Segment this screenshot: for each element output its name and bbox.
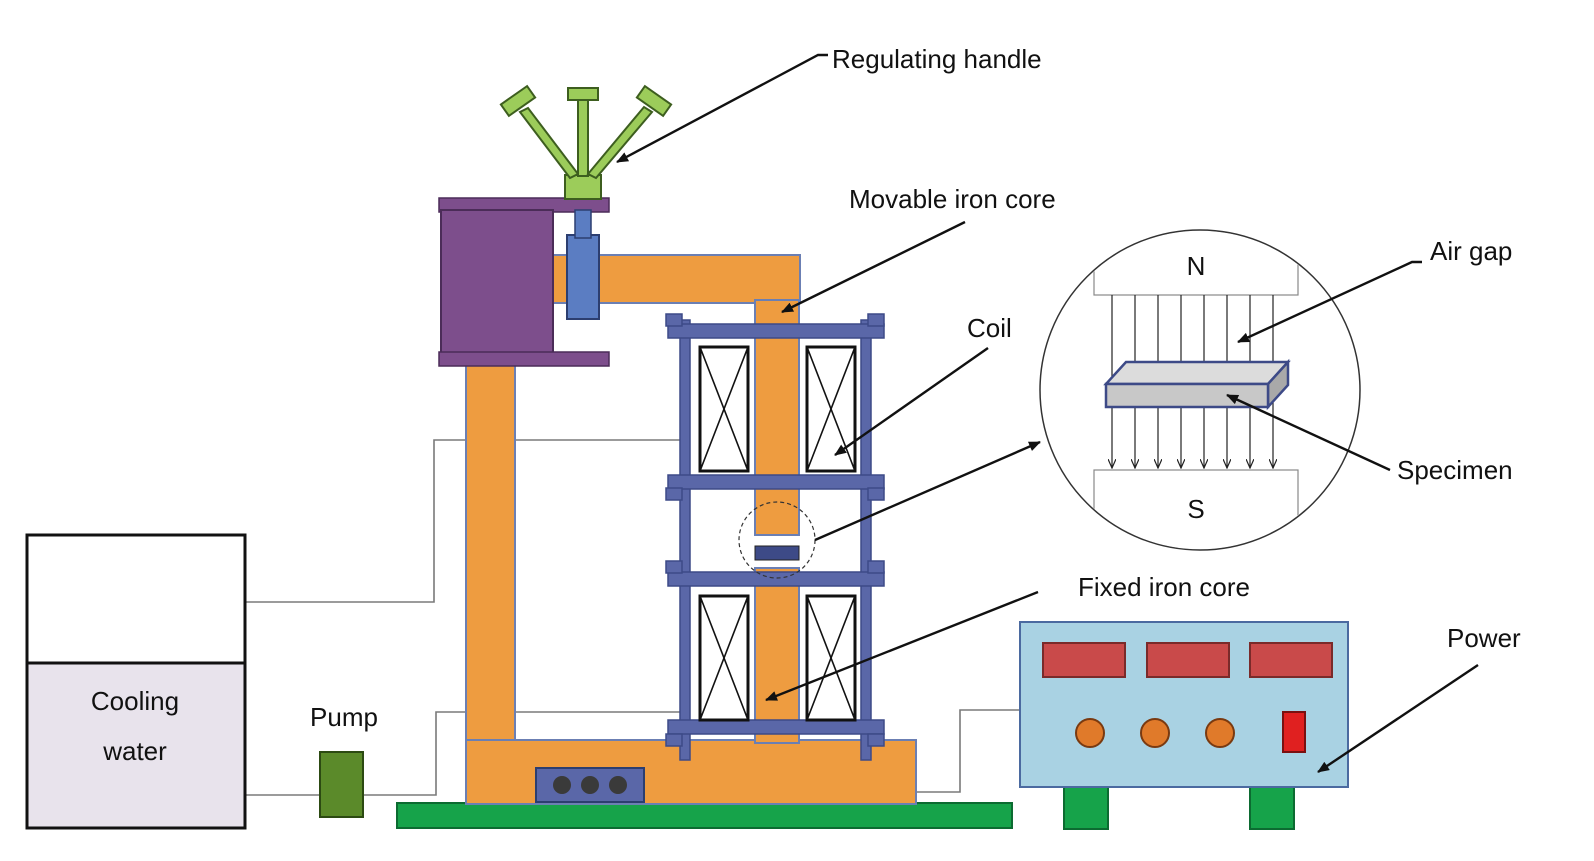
arrow-fixed-iron-core <box>765 590 1039 702</box>
power-switch <box>1282 711 1306 753</box>
purple-clamp-block <box>438 197 610 367</box>
cooling-pipes <box>245 436 1020 796</box>
bottom-beam <box>465 739 917 805</box>
label-fixed-iron-core: Fixed iron core <box>1078 572 1250 602</box>
arrow-movable-iron-core <box>781 220 966 314</box>
arrow-magnify <box>814 440 1041 542</box>
magnified-air-gap-detail: N S <box>1039 229 1361 551</box>
arrow-air-gap <box>1237 260 1422 344</box>
upper-coils <box>698 345 857 473</box>
pole-north-label: N <box>1187 251 1206 281</box>
power-displays <box>1042 642 1333 678</box>
power-knobs <box>1075 718 1235 748</box>
arrow-specimen <box>1226 393 1391 472</box>
pump <box>319 751 364 818</box>
cooling-water-label-line2: water <box>102 736 167 766</box>
arrow-regulating-handle <box>616 53 828 164</box>
movable-iron-core-rod <box>754 299 800 536</box>
label-coil: Coil <box>967 313 1012 343</box>
regulating-handle <box>499 84 673 320</box>
pole-south-label: S <box>1187 494 1204 524</box>
label-specimen: Specimen <box>1397 455 1513 485</box>
label-power: Power <box>1447 623 1521 653</box>
magnified-specimen <box>1103 358 1291 411</box>
leader-arrows <box>616 53 1479 773</box>
label-air-gap: Air gap <box>1430 236 1512 266</box>
coil-frame <box>665 313 885 761</box>
terminal-box <box>535 767 645 803</box>
arrow-power <box>1317 664 1479 773</box>
power-supply <box>1019 621 1349 830</box>
cooling-water-label-line1: Cooling <box>91 686 179 716</box>
arrow-coil <box>834 347 989 456</box>
lower-coils <box>698 594 857 722</box>
pump-label: Pump <box>310 702 378 732</box>
cooling-water-tank <box>25 533 247 830</box>
base-plate <box>396 802 1013 829</box>
label-movable-iron-core: Movable iron core <box>849 184 1056 214</box>
label-regulating-handle: Regulating handle <box>832 44 1042 74</box>
handle-screw <box>566 234 600 320</box>
handle-hub <box>564 174 602 200</box>
fixed-iron-core-rod <box>754 567 800 744</box>
vertical-column <box>465 364 516 756</box>
